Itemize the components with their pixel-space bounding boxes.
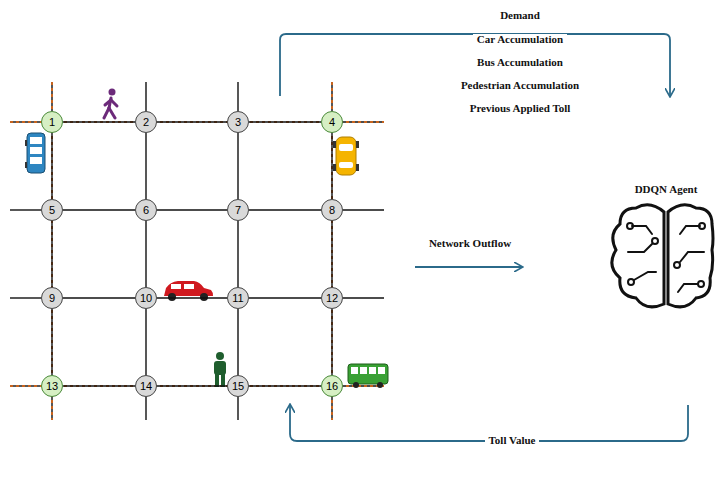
intersection-node: 8 — [321, 199, 343, 221]
grid-stubs — [10, 82, 384, 420]
car-icon — [333, 137, 359, 175]
intersection-node: 5 — [41, 199, 63, 221]
bus-icon — [348, 364, 388, 388]
road-link — [157, 121, 227, 122]
node-number: 11 — [232, 293, 243, 304]
intersection-node: 4 — [321, 111, 343, 133]
node-number: 6 — [143, 205, 149, 216]
node-number: 1 — [49, 117, 55, 128]
perimeter-dash — [10, 82, 384, 420]
intersection-node: 3 — [227, 111, 249, 133]
state-label: Car Accumulation — [473, 34, 567, 45]
road-link — [51, 309, 52, 375]
intersection-node: 13 — [41, 375, 63, 397]
node-number: 2 — [143, 117, 149, 128]
road-link — [331, 309, 332, 375]
road-link — [63, 297, 135, 298]
pedestrian-icon — [214, 352, 226, 387]
intersection-node: 12 — [321, 287, 343, 309]
road-link — [51, 221, 52, 287]
agent-title: DDQN Agent — [635, 184, 698, 195]
road-link — [249, 385, 321, 386]
road-link — [331, 221, 332, 287]
road-link — [249, 121, 321, 122]
node-number: 13 — [46, 381, 58, 392]
road-link — [237, 221, 238, 287]
road-link — [249, 297, 321, 298]
road-link — [157, 209, 227, 210]
road-link — [63, 385, 135, 386]
intersection-node: 2 — [135, 111, 157, 133]
state-label: Bus Accumulation — [477, 57, 563, 68]
flow-arrow — [415, 266, 522, 268]
bus-icon — [25, 133, 45, 173]
node-number: 5 — [49, 205, 55, 216]
node-number: 8 — [329, 205, 335, 216]
state-label: Network Outflow — [429, 238, 511, 249]
flow-arrow — [280, 34, 670, 96]
intersection-node: 15 — [227, 375, 249, 397]
road-link — [249, 209, 321, 210]
road-link — [51, 133, 52, 199]
state-label: Pedestrian Accumulation — [461, 80, 579, 91]
road-link — [63, 121, 135, 122]
node-number: 4 — [329, 117, 335, 128]
road-link — [63, 209, 135, 210]
brain-icon — [612, 205, 713, 307]
road-link — [237, 133, 238, 199]
road-link — [237, 309, 238, 375]
node-number: 16 — [326, 381, 338, 392]
intersection-node: 11 — [227, 287, 249, 309]
road-link — [145, 309, 146, 375]
node-number: 15 — [232, 381, 244, 392]
intersection-node: 1 — [41, 111, 63, 133]
node-number: 12 — [326, 293, 338, 304]
road-link — [157, 385, 227, 386]
pedestrian-icon — [104, 89, 117, 119]
road-link — [145, 133, 146, 199]
intersection-node: 6 — [135, 199, 157, 221]
road-link — [157, 297, 227, 298]
intersection-node: 9 — [41, 287, 63, 309]
intersection-node: 10 — [135, 287, 157, 309]
node-number: 3 — [235, 117, 241, 128]
state-label: Previous Applied Toll — [470, 103, 571, 114]
road-link — [145, 221, 146, 287]
node-number: 14 — [140, 381, 152, 392]
intersection-node: 14 — [135, 375, 157, 397]
road-link — [331, 133, 332, 199]
node-number: 9 — [49, 293, 55, 304]
state-label: Demand — [500, 10, 540, 21]
node-number: 7 — [235, 205, 241, 216]
intersection-node: 7 — [227, 199, 249, 221]
state-label: Toll Value — [485, 435, 540, 446]
intersection-node: 16 — [321, 375, 343, 397]
node-number: 10 — [140, 293, 152, 304]
